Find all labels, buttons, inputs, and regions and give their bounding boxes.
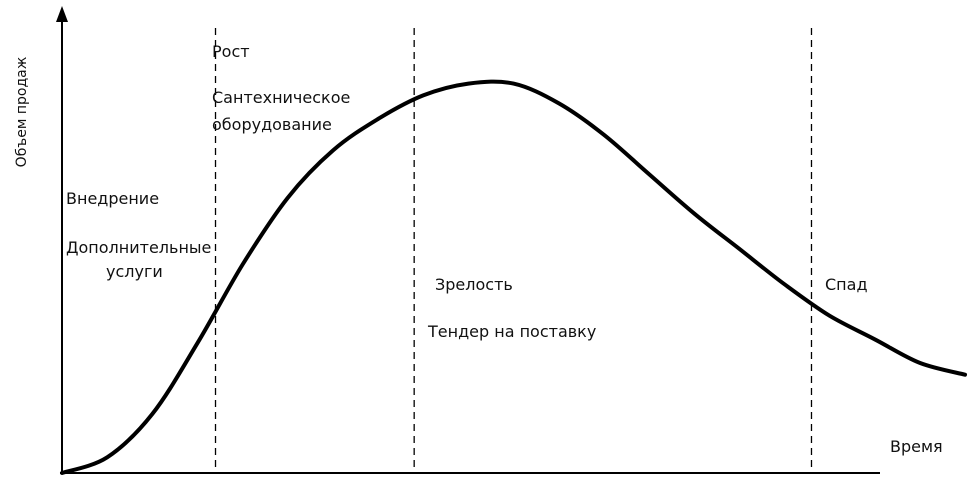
stage-note-growth-1: Сантехническое — [212, 88, 350, 107]
series-line-sales — [60, 79, 967, 475]
stage-note-introduction-2: услуги — [106, 262, 163, 281]
axes — [56, 6, 880, 474]
stage-label-decline: Спад — [825, 275, 868, 294]
y-axis-arrow-icon — [56, 6, 68, 22]
stage-note-growth-2: оборудование — [212, 115, 332, 134]
x-axis-label: Время — [890, 437, 943, 456]
stage-note-introduction-1: Дополнительные — [66, 238, 211, 257]
stage-note-maturity-1: Тендер на поставку — [427, 322, 596, 341]
stage-label-growth: Рост — [212, 42, 250, 61]
stage-label-introduction: Внедрение — [66, 189, 159, 208]
stage-label-maturity: Зрелость — [435, 275, 513, 294]
stage-dividers — [214, 28, 813, 473]
y-axis-label: Объем продаж — [14, 56, 30, 167]
